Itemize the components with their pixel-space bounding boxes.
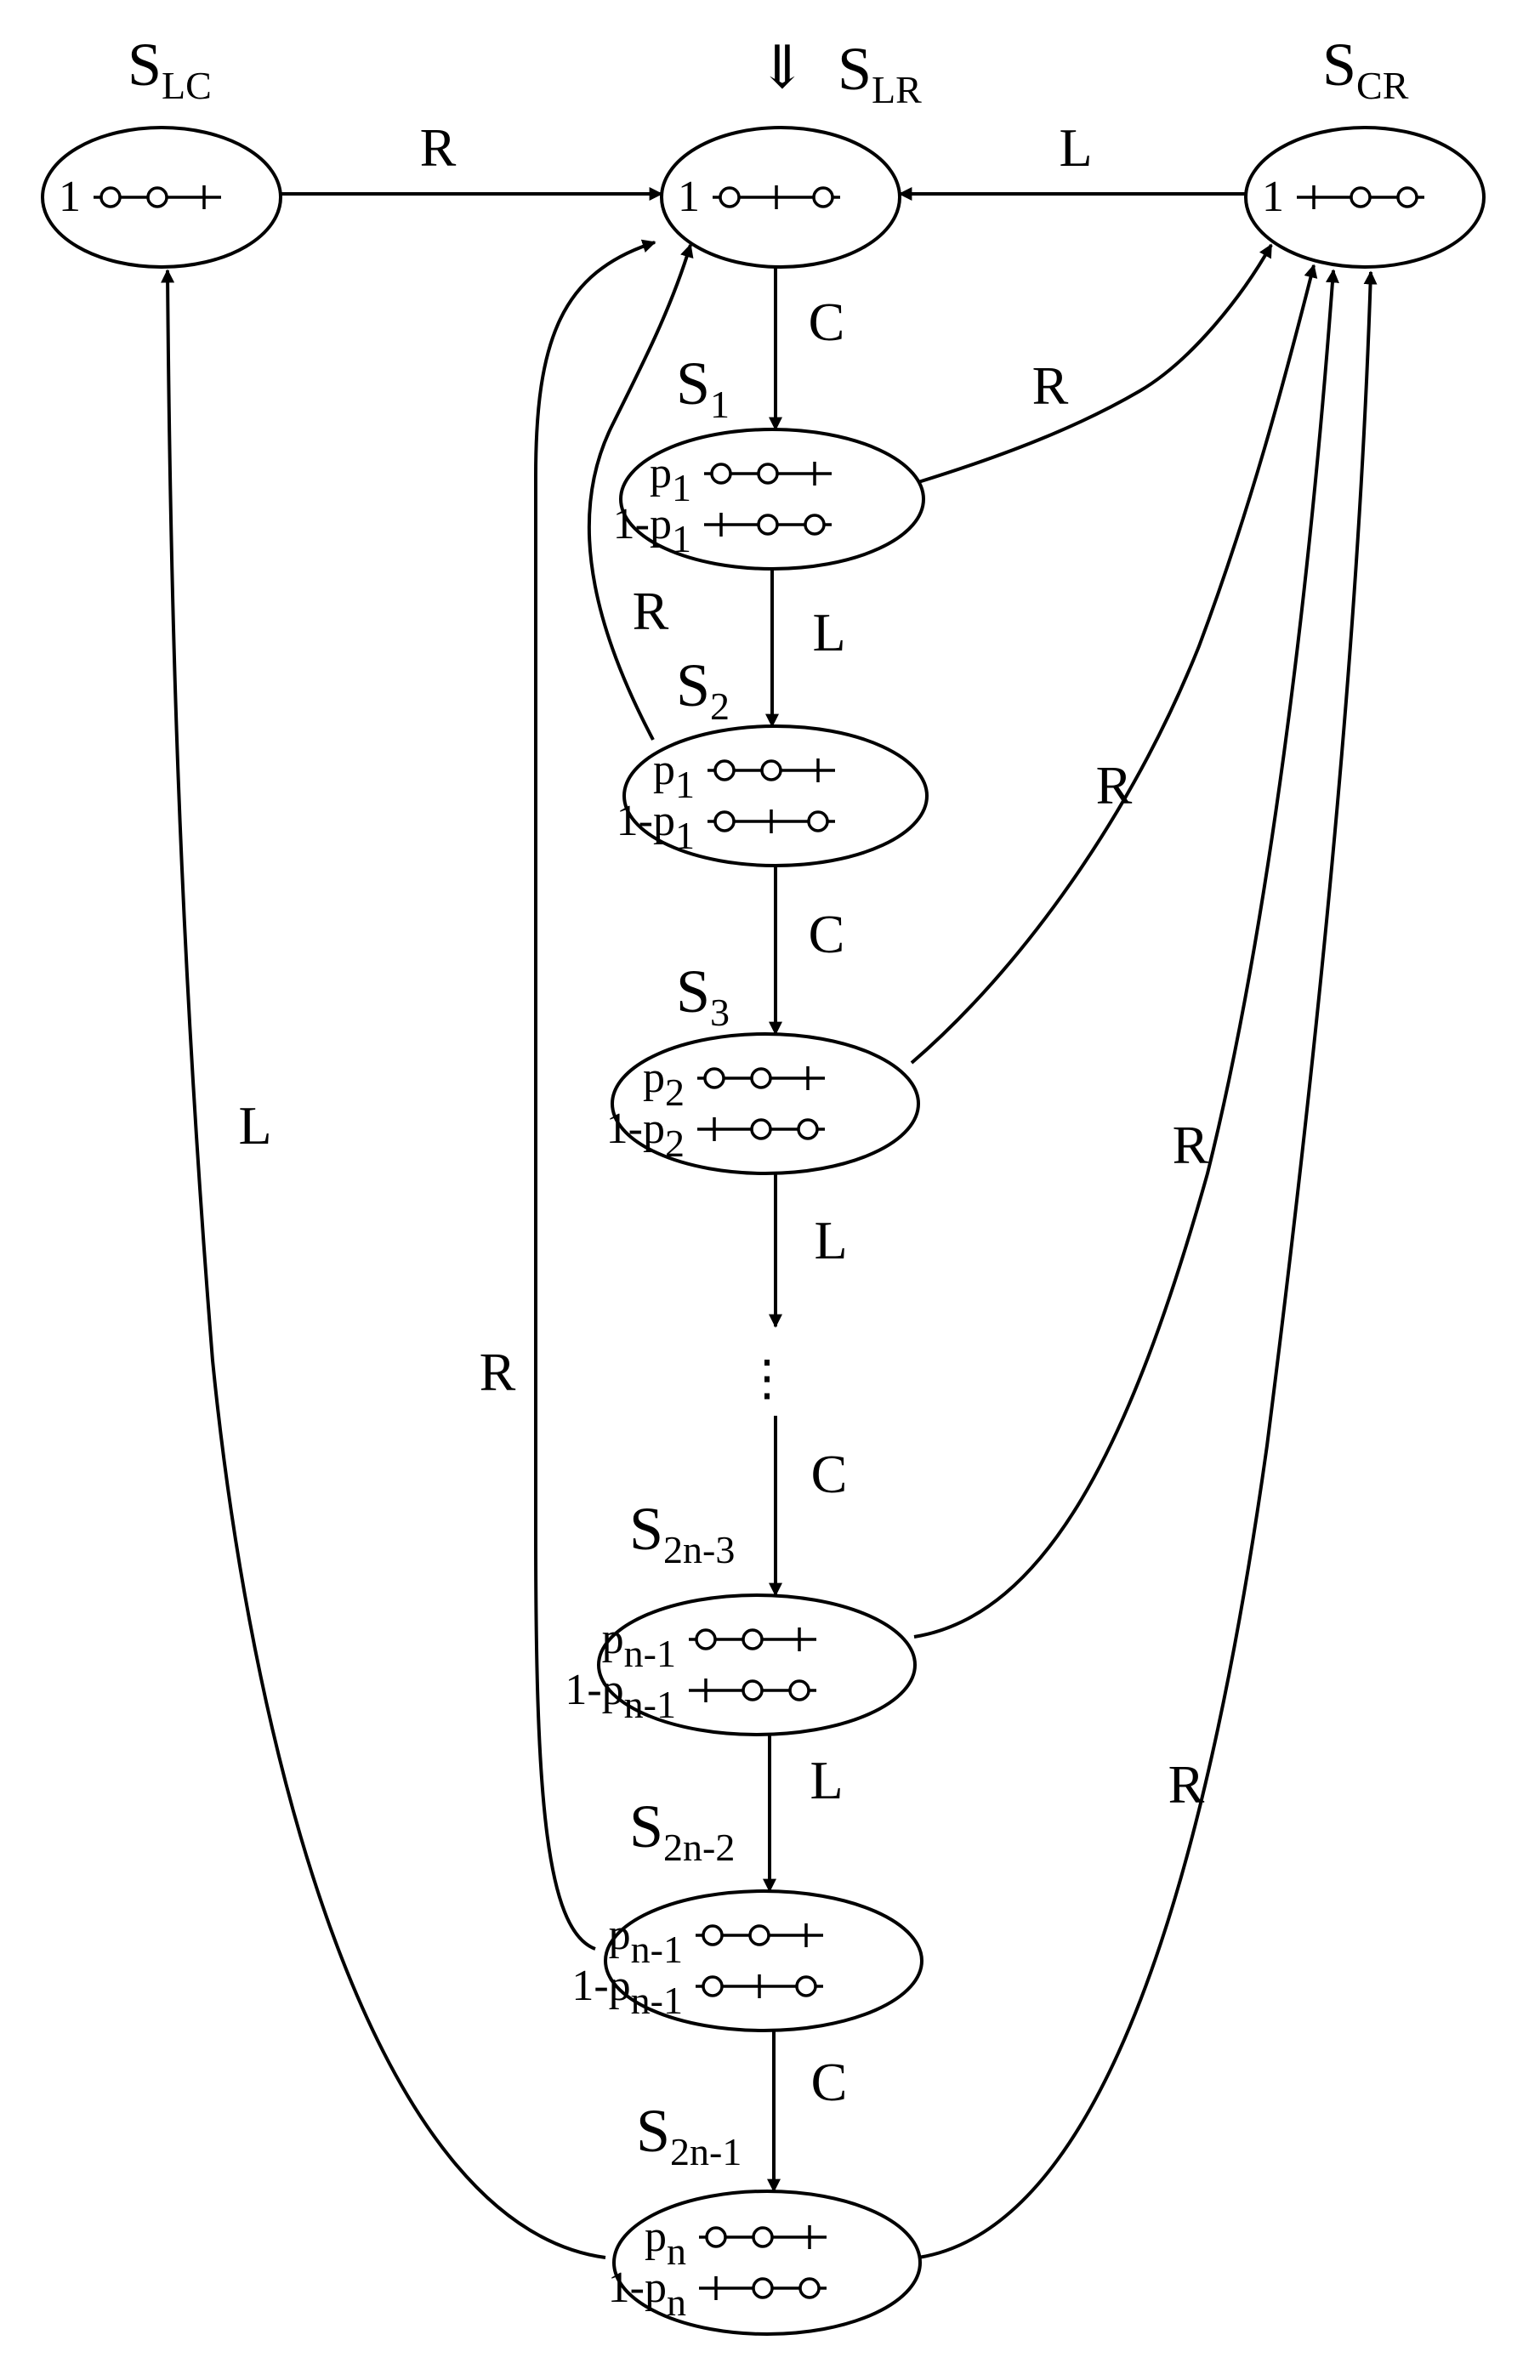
state-s2n3: S2n-3 pn-11-pn-1: [565, 1495, 917, 1736]
token-circle: [752, 2277, 774, 2299]
edge-s2-lr: [587, 243, 694, 741]
state-lr: SLR ⇓ 1: [660, 35, 922, 269]
state-probability: 1-pn: [608, 2264, 686, 2324]
state-ellipse: [619, 428, 925, 571]
state-probability: 1: [59, 173, 81, 221]
state-ellipse: [622, 724, 929, 867]
token-circle: [807, 810, 829, 832]
state-s2n2: S2n-2 pn-11-pn-1: [571, 1792, 923, 2032]
token-circle: [695, 1628, 717, 1650]
edge-s2n1-cr: [918, 270, 1378, 2259]
edge-s2n3-cr: [913, 269, 1339, 1639]
token-circle: [705, 2226, 727, 2248]
token-circle: [742, 1679, 764, 1701]
token-circle: [798, 2277, 821, 2299]
state-name: S3: [676, 957, 730, 1034]
state-probability: p2: [643, 1054, 685, 1114]
token-circle: [713, 810, 736, 832]
state-name: SLR: [838, 35, 922, 111]
edge-s1-cr: [918, 243, 1273, 484]
state-probability: pn-1: [609, 1911, 683, 1971]
edge-label-s2-s3: C: [809, 904, 845, 964]
edge-label-s2n1-cr: R: [1168, 1754, 1205, 1815]
state-ellipse: [612, 2190, 922, 2336]
token-circle: [797, 1118, 819, 1140]
state-name: SLC: [128, 31, 212, 107]
state-probability: 1-p1: [617, 797, 695, 857]
token-circle: [702, 1924, 724, 1946]
edge-label-cr-lr: L: [1059, 117, 1092, 178]
state-lc: SLC 1: [41, 31, 282, 269]
edge-label-s1-cr: R: [1032, 355, 1069, 416]
token-circle: [703, 1067, 725, 1089]
state-probability: 1: [1262, 173, 1284, 221]
token-circle: [757, 463, 779, 485]
state-probability: 1: [678, 173, 700, 221]
token-circle: [804, 514, 826, 536]
token-circle: [812, 186, 834, 208]
state-s2: S2 p11-p1: [617, 651, 929, 867]
state-name: S2n-2: [629, 1792, 735, 1869]
edge-label-lc-lr: R: [420, 117, 457, 178]
state-name: S2: [676, 651, 730, 728]
token-circle: [742, 1628, 764, 1650]
state-ellipse: [597, 1593, 917, 1736]
token-circle: [757, 514, 779, 536]
edge-label-dots-s2n3: C: [811, 1444, 848, 1504]
token-circle: [1396, 186, 1418, 208]
edge-label-s3-dots: L: [814, 1210, 847, 1270]
state-ellipse: [611, 1032, 920, 1175]
edge-label-s2n1-lc: L: [238, 1095, 271, 1156]
edge-label-s2n3-s2n2: L: [810, 1750, 843, 1810]
token-circle: [713, 759, 736, 781]
state-s1: S1 p11-p1: [613, 349, 925, 571]
edge-label-s2n3-cr: R: [1173, 1115, 1209, 1175]
edge-label-s2n2-lr: R: [480, 1342, 516, 1402]
state-s2n1: S2n-1 pn1-pn: [608, 2097, 922, 2336]
edge-label-s3-cr: R: [1096, 755, 1133, 815]
edge-s3-cr: [910, 264, 1318, 1065]
token-circle: [760, 759, 782, 781]
state-probability: pn-1: [602, 1615, 676, 1675]
token-circle: [750, 1118, 772, 1140]
token-circle: [748, 1924, 770, 1946]
token-circle: [752, 2226, 774, 2248]
state-probability: p1: [650, 449, 691, 509]
ellipsis-continuation: ⋮: [742, 1350, 792, 1406]
state-cr: SCR 1: [1244, 31, 1486, 269]
token-circle: [719, 186, 741, 208]
state-probability: 1-pn-1: [565, 1666, 676, 1726]
state-s3: S3 p21-p2: [606, 957, 920, 1175]
token-circle: [710, 463, 732, 485]
state-name: SCR: [1322, 31, 1409, 107]
state-name: S2n-3: [629, 1495, 735, 1571]
edge-label-s2-lr: R: [633, 581, 669, 641]
edge-label-s1-s2: L: [812, 602, 845, 662]
state-ellipse: [604, 1889, 923, 2032]
state-probability: p1: [653, 746, 695, 806]
edge-s2n1-lc: [161, 269, 606, 2259]
token-circle: [750, 1067, 772, 1089]
state-probability: 1-p1: [613, 500, 691, 560]
state-probability: 1-p2: [606, 1105, 685, 1165]
edge-s2n2-lr: [534, 239, 656, 1951]
token-circle: [795, 1975, 817, 1997]
token-circle: [1350, 186, 1372, 208]
token-circle: [146, 186, 168, 208]
token-circle: [702, 1975, 724, 1997]
state-name: S2n-1: [636, 2097, 742, 2173]
token-circle: [99, 186, 122, 208]
initial-state-arrow-icon: ⇓: [758, 36, 808, 101]
edge-label-s2n2-s2n1: C: [811, 2052, 848, 2112]
state-probability: 1-pn-1: [571, 1962, 683, 2022]
edge-label-lr-s1: C: [809, 292, 845, 352]
state-probability: pn: [645, 2212, 686, 2273]
token-circle: [788, 1679, 810, 1701]
state-name: S1: [676, 349, 730, 426]
